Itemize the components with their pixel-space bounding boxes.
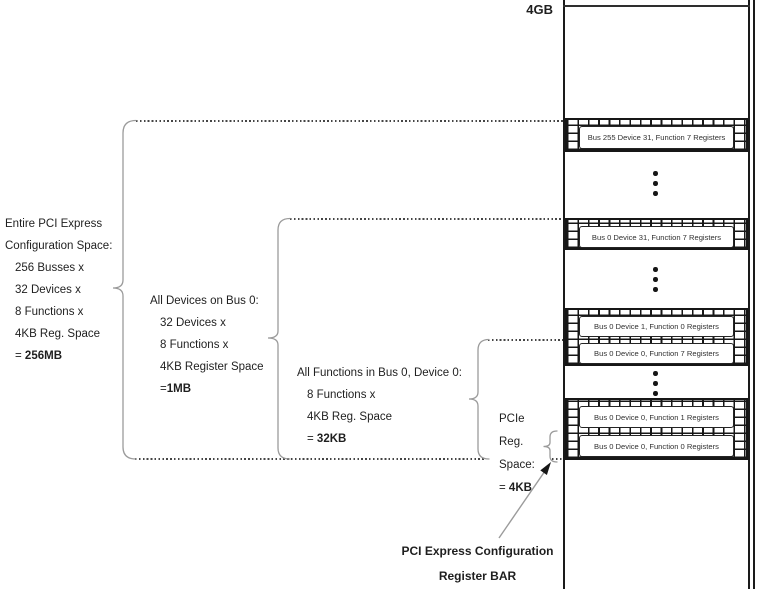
annotation-bus0-devices: All Devices on Bus 0: 32 Devices x 8 Fun… (150, 290, 264, 400)
annotation-item: 4KB Reg. Space (307, 411, 393, 423)
annotation-total: = 4KB (499, 482, 532, 494)
dashed-line-entire-space-top (136, 120, 563, 122)
register-label: Bus 0 Device 0, Function 7 Registers (594, 349, 719, 358)
annotation-line: PCIe (499, 413, 525, 425)
annotation-item: 4KB Reg. Space (15, 328, 101, 340)
register-band-bus0-dev0-func1-func0: Bus 0 Device 0, Function 1 Registers Bus… (565, 398, 748, 460)
register-label: Bus 0 Device 31, Function 7 Registers (591, 232, 722, 242)
annotation-device0-functions: All Functions in Bus 0, Device 0: 8 Func… (297, 362, 462, 450)
address-label-4gb: 4GB (526, 2, 553, 17)
annotation-item: 8 Functions x (307, 389, 376, 401)
brace-bus0 (267, 217, 291, 460)
dashed-line-config-base-left (135, 458, 486, 460)
register-band-bus0-dev1-dev0: Bus 0 Device 1, Function 0 Registers Bus… (565, 308, 748, 366)
brace-entire-space (112, 119, 137, 460)
register-label: Bus 255 Device 31, Function 7 Registers (587, 133, 726, 142)
annotation-title-line: All Functions in Bus 0, Device 0: (297, 367, 462, 379)
register-box: Bus 0 Device 1, Function 0 Registers (579, 316, 734, 337)
dashed-line-device0-top (488, 339, 563, 341)
register-label: Bus 0 Device 0, Function 1 Registers (594, 412, 719, 422)
annotation-line: Space: (499, 459, 535, 471)
annotation-item: 32 Devices x (15, 284, 81, 296)
pci-express-config-register-bar-label: PCI Express Configuration Register BAR (401, 544, 554, 583)
annotation-total: =1MB (160, 383, 191, 395)
dashed-line-config-base-right (552, 458, 563, 460)
brace-device0 (468, 338, 490, 460)
annotation-title-line: Entire PCI Express (5, 218, 103, 230)
annotation-item: 8 Functions x (15, 306, 84, 318)
register-box: Bus 0 Device 0, Function 7 Registers (579, 343, 734, 364)
annotation-pcie-reg-space: PCIe Reg. Space: = 4KB (499, 408, 535, 500)
register-box: Bus 0 Device 0, Function 1 Registers (579, 406, 734, 428)
register-band-bus255-dev31-func7: Bus 255 Device 31, Function 7 Registers (565, 118, 748, 152)
annotation-title-line: Configuration Space: (5, 240, 113, 252)
annotation-item: 4KB Register Space (160, 361, 264, 373)
dashed-line-bus0-top (290, 218, 563, 220)
register-box: Bus 255 Device 31, Function 7 Registers (579, 126, 734, 149)
memory-map-column (563, 0, 750, 589)
register-label: Bus 0 Device 0, Function 0 Registers (594, 441, 719, 451)
annotation-item: 256 Busses x (15, 262, 85, 274)
annotation-item: 8 Functions x (160, 339, 229, 351)
annotation-line: Reg. (499, 436, 524, 448)
bar-pointer-arrowhead (540, 462, 551, 475)
register-box: Bus 0 Device 0, Function 0 Registers (579, 435, 734, 457)
annotation-total: = 256MB (15, 350, 62, 362)
figure-right-edge-line (753, 0, 755, 589)
register-box: Bus 0 Device 31, Function 7 Registers (579, 226, 734, 248)
annotation-title-line: All Devices on Bus 0: (150, 295, 259, 307)
annotation-item: 32 Devices x (160, 317, 226, 329)
memory-map-4gb-boundary-line (563, 5, 750, 7)
register-label: Bus 0 Device 1, Function 0 Registers (594, 322, 719, 331)
annotation-entire-config-space: Entire PCI Express Configuration Space: … (5, 213, 112, 367)
register-band-bus0-dev31-func7: Bus 0 Device 31, Function 7 Registers (565, 218, 748, 250)
annotation-total: = 32KB (307, 433, 347, 445)
